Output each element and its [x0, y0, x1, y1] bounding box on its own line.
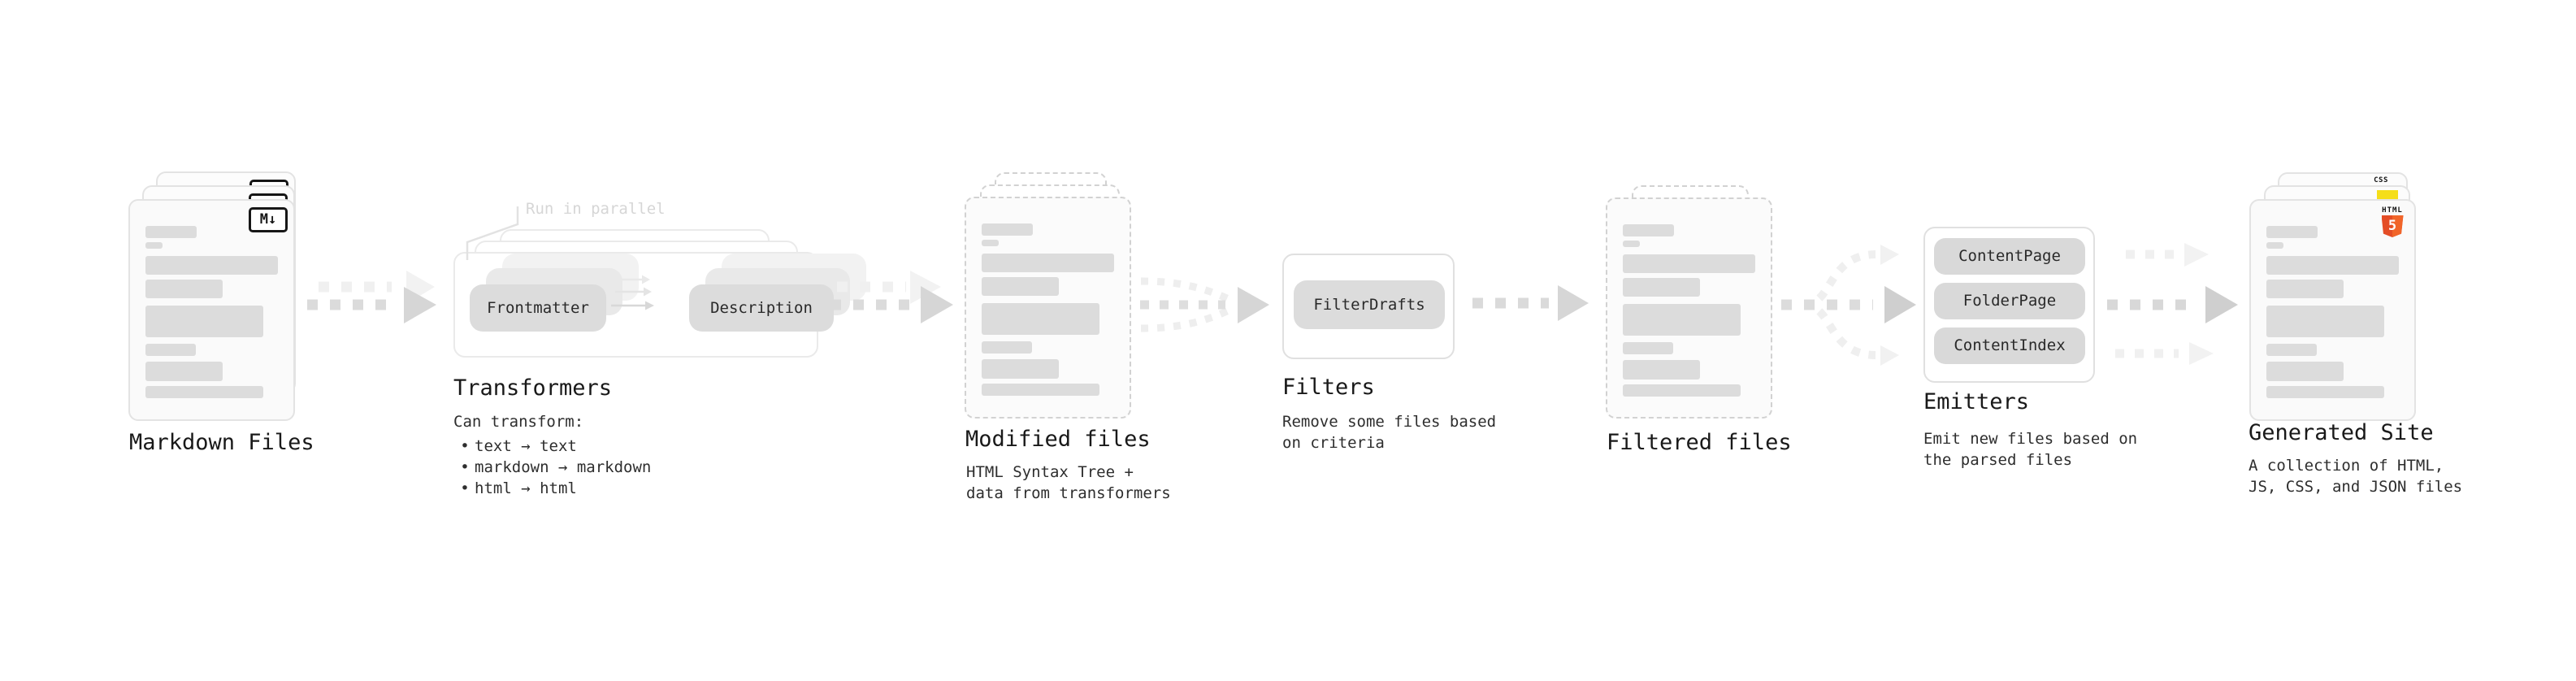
doc-line [982, 223, 1033, 236]
filterdrafts-chip: FilterDrafts [1294, 280, 1445, 329]
bullet-text: markdown → markdown [475, 458, 652, 476]
doc-line [2266, 280, 2344, 298]
stage-label-generated-site: Generated Site [2249, 420, 2434, 445]
flow-arrow-transformers-to-modified [830, 271, 953, 323]
run-in-parallel-note: Run in parallel [526, 200, 666, 218]
filters-desc: Remove some files based on criteria [1282, 413, 1497, 452]
doc-line [2266, 242, 2283, 249]
doc-line [1623, 278, 1700, 297]
stage-label-emitters: Emitters [1923, 389, 2030, 414]
html5-icon-shield: 5 [2381, 215, 2404, 237]
stage-label-markdown-files: Markdown Files [129, 430, 314, 455]
generated-file-card-front: HTML 5 [2249, 199, 2416, 421]
doc-line [982, 240, 999, 246]
transformers-desc-title: Can transform: [453, 413, 584, 431]
html5-icon-word: HTML [2382, 206, 2403, 215]
doc-line [1623, 360, 1700, 380]
doc-line [1623, 254, 1755, 273]
doc-line [982, 341, 1032, 354]
transformers-bullet-list: • text → text • markdown → markdown • ht… [455, 436, 651, 499]
contentpage-chip: ContentPage [1934, 238, 2085, 275]
markdown-icon: M↓ [249, 207, 288, 232]
flow-arrow-modified-to-filters [1140, 277, 1269, 332]
bullet-glyph: • [460, 479, 470, 497]
frontmatter-chip: Frontmatter [470, 284, 606, 332]
doc-line [145, 280, 223, 298]
contentindex-chip: ContentIndex [1934, 327, 2085, 364]
doc-line [982, 384, 1099, 396]
doc-line [145, 256, 278, 275]
doc-line [2266, 344, 2317, 356]
doc-line [982, 277, 1059, 296]
doc-line [145, 306, 263, 337]
markdown-file-card-front: M↓ [128, 199, 295, 421]
stage-label-transformers: Transformers [453, 375, 613, 401]
doc-line [2266, 226, 2318, 238]
doc-line [2266, 386, 2384, 398]
html5-icon: HTML 5 [2379, 206, 2405, 237]
emitters-desc: Emit new files based on the parsed files [1923, 430, 2138, 469]
doc-line [982, 359, 1059, 379]
doc-line [145, 226, 197, 238]
doc-line [2266, 256, 2399, 275]
js-icon [2377, 190, 2398, 200]
flow-arrow-filtered-to-emitters [1781, 245, 1916, 366]
doc-line [1623, 304, 1741, 336]
doc-line [1623, 224, 1674, 236]
stage-label-filters: Filters [1282, 375, 1375, 400]
note-leader-line [466, 206, 519, 260]
stage-label-modified-files: Modified files [965, 427, 1151, 452]
description-chip: Description [689, 284, 834, 332]
doc-line [145, 344, 196, 356]
doc-line [2266, 362, 2344, 381]
doc-line [1623, 384, 1741, 397]
doc-line [2266, 306, 2384, 337]
bullet-glyph: • [460, 437, 470, 455]
doc-line [982, 303, 1099, 335]
flow-arrow-markdown-to-transformers [307, 271, 436, 323]
modified-file-card-front [965, 197, 1131, 419]
bullet-text: html → html [475, 479, 577, 497]
bullet-text: text → text [475, 437, 577, 455]
folderpage-chip: FolderPage [1934, 283, 2085, 319]
doc-line [145, 386, 263, 398]
doc-line [982, 254, 1114, 272]
flow-arrow-filters-to-filtered [1472, 285, 1589, 321]
doc-line [1623, 342, 1673, 354]
bullet-glyph: • [460, 458, 470, 476]
filtered-file-card-front [1606, 197, 1772, 419]
doc-line [145, 362, 223, 381]
css-icon-text: CSS [2374, 176, 2388, 184]
bullet-item: • text → text [455, 436, 651, 457]
bullet-item: • html → html [455, 478, 651, 499]
doc-line [1623, 241, 1640, 247]
flow-arrow-emitters-to-generated [2107, 243, 2238, 365]
modified-files-desc: HTML Syntax Tree + data from transformer… [966, 463, 1171, 502]
stage-label-filtered-files: Filtered files [1607, 430, 1792, 455]
generated-site-desc: A collection of HTML, JS, CSS, and JSON … [2249, 457, 2463, 496]
doc-line [145, 242, 163, 249]
chip-arrows [611, 275, 654, 310]
bullet-item: • markdown → markdown [455, 457, 651, 478]
html5-icon-number: 5 [2387, 218, 2397, 234]
